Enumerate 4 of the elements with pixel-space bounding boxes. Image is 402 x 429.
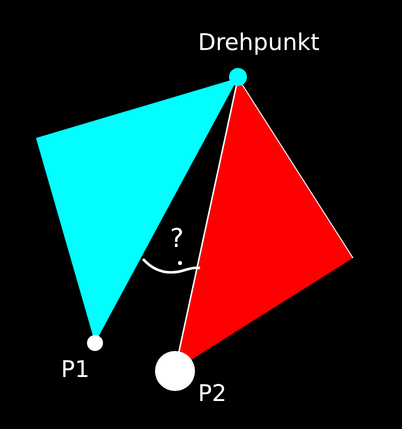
- pivot-label: Drehpunkt: [198, 32, 320, 55]
- point-label: P1: [61, 359, 90, 382]
- question-mark: ?: [170, 226, 184, 252]
- point-label: P2: [198, 383, 227, 406]
